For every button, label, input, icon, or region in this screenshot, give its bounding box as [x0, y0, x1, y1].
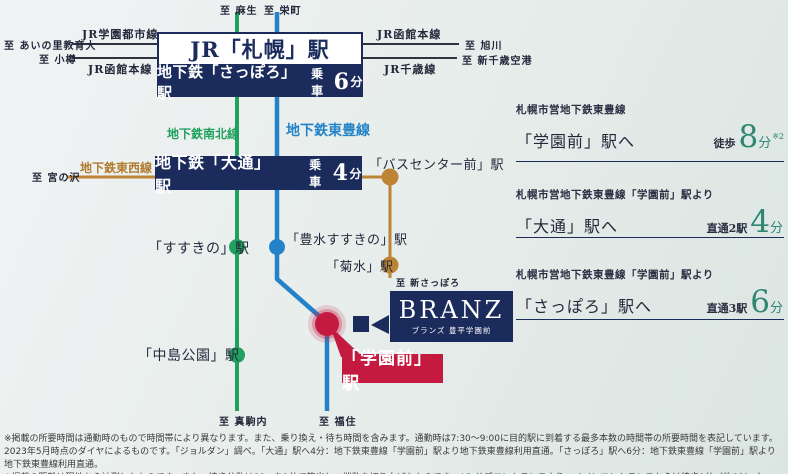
sapporo-ride-minutes: 6 — [333, 68, 350, 95]
hosui-susukino-station-dot — [269, 239, 285, 255]
kikusui-station-dot — [381, 256, 399, 274]
kikusui-station-label: 「菊水」駅 — [326, 260, 394, 275]
toho-line-label: 地下鉄東豊線 — [286, 123, 370, 139]
jr-hakodate-line-left-label: JR函館本線 — [88, 63, 153, 76]
subway-sapporo-station-bar: 地下鉄「さっぽろ」駅 乗車 6 分 — [157, 63, 363, 102]
access-time-prefix: 直通3駅 — [706, 302, 748, 315]
access-block-odori: 札幌市営地下鉄東豊線「学園前」駅より 「大通」駅へ 直通2駅 4 分 — [516, 187, 784, 238]
access-block-sapporo: 札幌市営地下鉄東豊線「学園前」駅より 「さっぽろ」駅へ 直通3駅 6 分 — [516, 267, 784, 320]
terminal-otaru: 至 小樽 — [39, 55, 77, 66]
odori-ride-prefix: 乗車 — [309, 158, 322, 189]
bus-center-station-label: 「バスセンター前」駅 — [369, 158, 505, 173]
terminal-makomanai: 至 真駒内 — [219, 417, 268, 428]
footnote-travel-time: ※掲載の所要時間は通勤時のもので時間帯により異なります。また、乗り換え・待ち時間… — [4, 434, 778, 471]
branz-site-marker — [353, 316, 369, 332]
toho-line-track — [274, 12, 330, 411]
access-line-name: 札幌市営地下鉄東豊線「学園前」駅より — [516, 269, 714, 281]
nakajima-koen-station-label: 「中島公園」駅 — [138, 348, 240, 364]
jr-sapporo-station-name: JR「札幌」駅 — [157, 32, 363, 66]
terminal-shin-chitose: 至 新千歳空港 — [462, 56, 533, 67]
terminal-asahikawa: 至 旭川 — [465, 41, 503, 52]
nakajima-koen-station-dot — [229, 347, 245, 363]
bus-center-station-dot — [381, 168, 399, 186]
sapporo-ride-prefix: 乗車 — [311, 66, 324, 98]
access-time-footnote-ref: ※2 — [772, 132, 784, 141]
odori-station-name: 地下鉄「大通」駅 — [155, 153, 271, 196]
access-time: 直通3駅 6 分 — [706, 284, 784, 320]
odori-ride-unit: 分 — [349, 166, 362, 181]
namboku-line-label: 地下鉄南北線 — [167, 127, 240, 141]
subway-sapporo-station-name: 地下鉄「さっぽろ」駅 — [157, 62, 297, 102]
footnotes: ※掲載の所要時間は通勤時のもので時間帯により異なります。また、乗り換え・待ち時間… — [4, 433, 784, 474]
access-time: 直通2駅 4 分 — [706, 204, 784, 240]
susukino-station-dot — [229, 239, 245, 255]
terminal-ainosato: 至 あいの里教育大 — [4, 41, 97, 52]
odori-ride-minutes: 4 — [332, 160, 349, 186]
terminal-fukuzumi: 至 福住 — [319, 417, 357, 428]
terminal-sakaemachi: 至 栄町 — [264, 6, 302, 17]
sapporo-station-box: JR「札幌」駅 地下鉄「さっぽろ」駅 乗車 6 分 — [157, 32, 363, 102]
access-time-unit: 分 — [769, 221, 783, 236]
access-destination: 「大通」駅へ — [516, 216, 619, 236]
terminal-shin-sapporo: 至 新さっぽろ — [396, 279, 461, 289]
tozai-line-label: 地下鉄東西線 — [80, 161, 153, 175]
access-destination: 「学園前」駅へ — [516, 131, 636, 151]
access-line-name: 札幌市営地下鉄東豊線 — [516, 104, 626, 116]
access-time-prefix: 直通2駅 — [706, 222, 748, 235]
branz-subtitle: ブランズ 豊平学園前 — [411, 325, 492, 335]
access-block-gakuenmae: 札幌市営地下鉄東豊線 「学園前」駅へ 徒歩 8 分 ※2 — [516, 102, 784, 162]
access-time-minutes: 4 — [750, 204, 770, 240]
gakuenmae-callout-pointer — [330, 326, 363, 357]
jr-chitose-line-label: JR千歳線 — [384, 63, 437, 76]
access-destination: 「さっぽろ」駅へ — [516, 296, 653, 316]
access-time-unit: 分 — [758, 136, 772, 151]
access-time-minutes: 6 — [750, 284, 770, 320]
jr-gakuen-toshi-line-label: JR学園都市線 — [82, 28, 159, 41]
sapporo-ride-unit: 分 — [350, 75, 363, 89]
terminal-asabu: 至 麻生 — [220, 6, 258, 17]
susukino-station-label: 「すすきの」駅 — [148, 241, 250, 257]
branz-callout-pointer — [371, 315, 389, 334]
gakuenmae-station-callout: 「学園前」駅 — [342, 349, 443, 394]
access-time: 徒歩 8 分 ※2 — [713, 119, 784, 155]
sapporo-ride-time: 乗車 6 分 — [311, 65, 363, 99]
branz-callout-box: BRANZ ブランズ 豊平学園前 — [390, 291, 513, 342]
jr-hakodate-line-right-label: JR函館本線 — [377, 28, 442, 41]
terminal-miyanosawa: 至 宮の沢 — [32, 173, 81, 184]
odori-ride-time: 乗車 4 分 — [309, 156, 362, 190]
odori-station-box: 地下鉄「大通」駅 乗車 4 分 — [155, 153, 362, 196]
access-time-unit: 分 — [769, 301, 783, 316]
access-line-name: 札幌市営地下鉄東豊線「学園前」駅より — [516, 189, 714, 201]
access-time-prefix: 徒歩 — [713, 137, 736, 150]
hosui-susukino-station-label: 「豊水すすきの」駅 — [286, 233, 408, 248]
access-time-minutes: 8 — [738, 119, 759, 155]
branz-logo: BRANZ — [398, 295, 505, 324]
